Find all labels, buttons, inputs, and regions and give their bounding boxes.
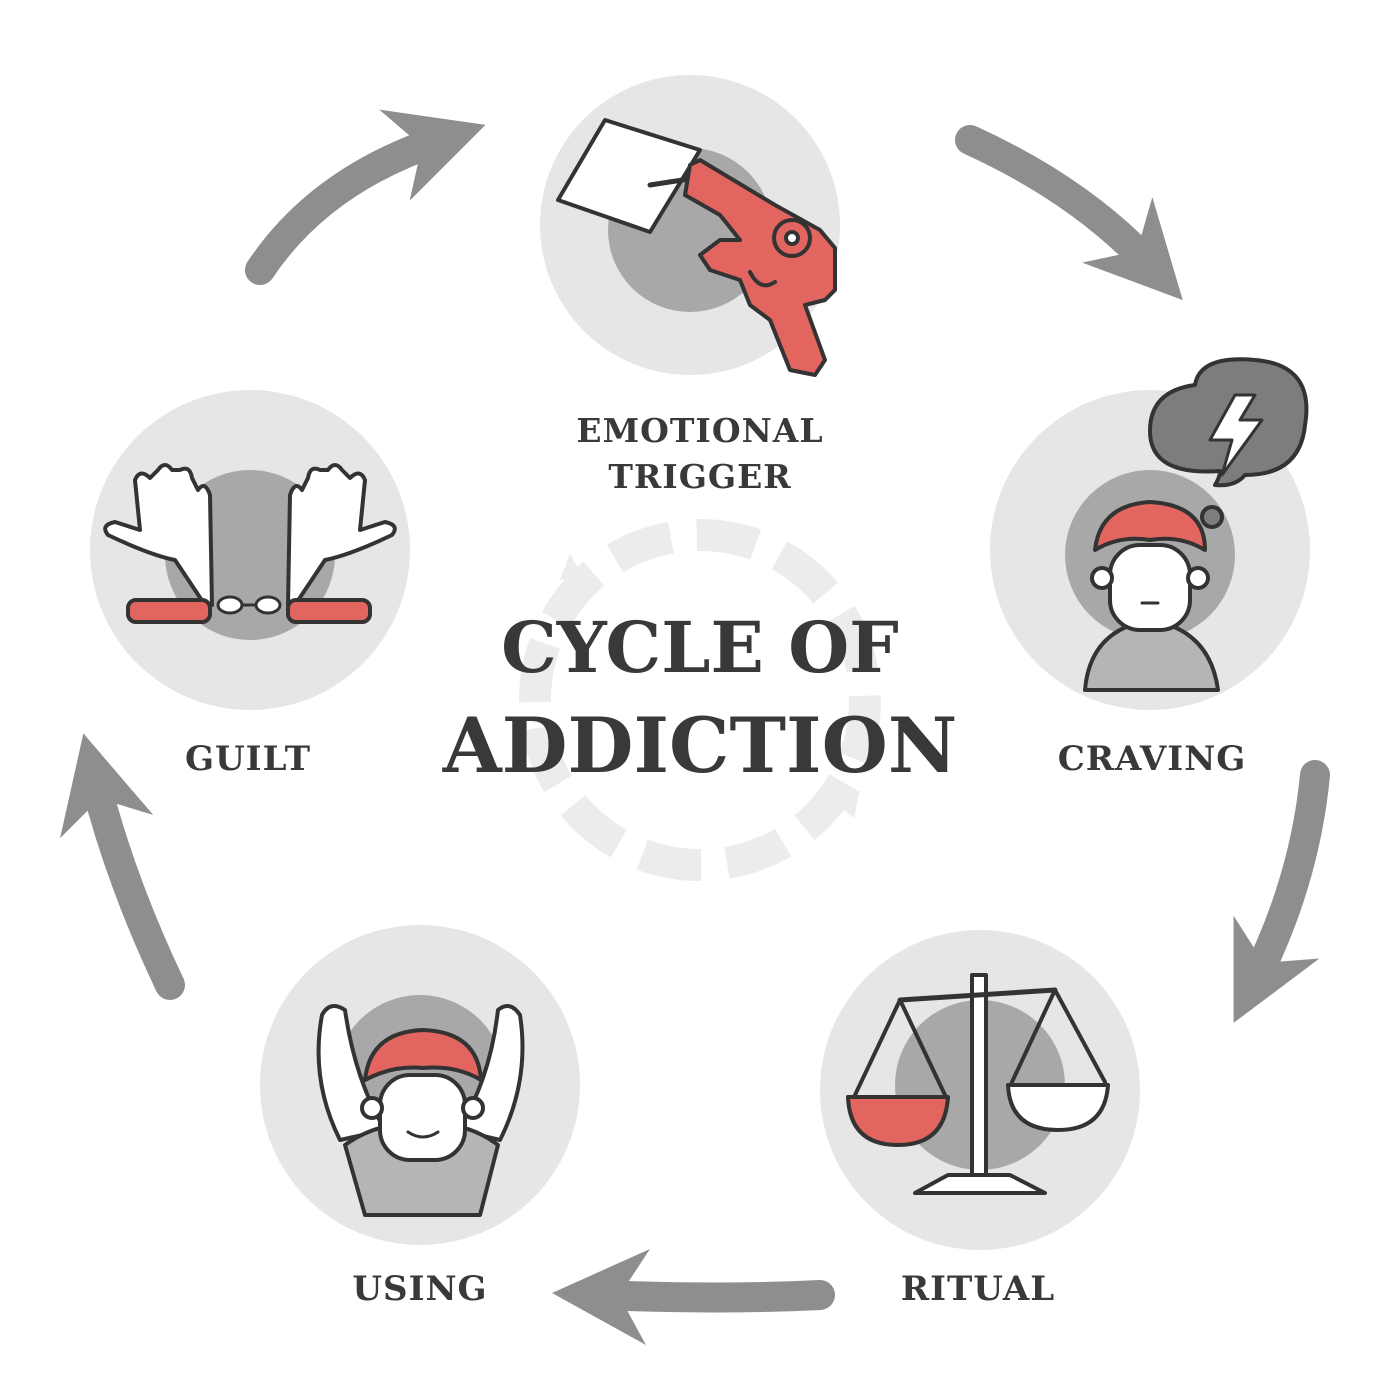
stage-label: USING — [352, 1269, 487, 1309]
center-cycle-ring — [519, 519, 881, 881]
stage-label: CRAVING — [1058, 739, 1247, 779]
stage-label-line-2: TRIGGER — [608, 457, 791, 496]
arrow-guilt-to-trigger — [245, 109, 486, 285]
stage-guilt: GUILT — [90, 390, 410, 779]
title-line-2: ADDICTION — [442, 701, 958, 790]
stage-craving: CRAVING — [990, 357, 1310, 779]
stage-using: USING — [260, 925, 580, 1309]
person-arms-raised-icon — [316, 1004, 525, 1217]
stage-label: GUILT — [185, 739, 311, 779]
arrow-craving-to-ritual — [1233, 760, 1330, 1023]
stage-label: RITUAL — [901, 1269, 1055, 1309]
person-thought-bubble-lightning-icon — [1083, 357, 1309, 692]
stage-emotional-trigger: EMOTIONAL TRIGGER — [540, 75, 840, 496]
cycle-arrows — [60, 109, 1330, 1345]
diagram-title: CYCLE OF ADDICTION — [442, 606, 958, 790]
arrow-using-to-guilt — [60, 733, 185, 1000]
stage-label-line-1: EMOTIONAL — [576, 411, 823, 450]
revolver-white-flag-icon — [556, 118, 837, 377]
balance-scale-icon — [846, 973, 1110, 1195]
stage-ritual: RITUAL — [820, 930, 1140, 1309]
handcuffed-hands-icon — [103, 463, 397, 624]
arrow-trigger-to-craving — [955, 125, 1183, 301]
arrow-ritual-to-using — [552, 1249, 835, 1345]
title-line-1: CYCLE OF — [501, 606, 899, 689]
